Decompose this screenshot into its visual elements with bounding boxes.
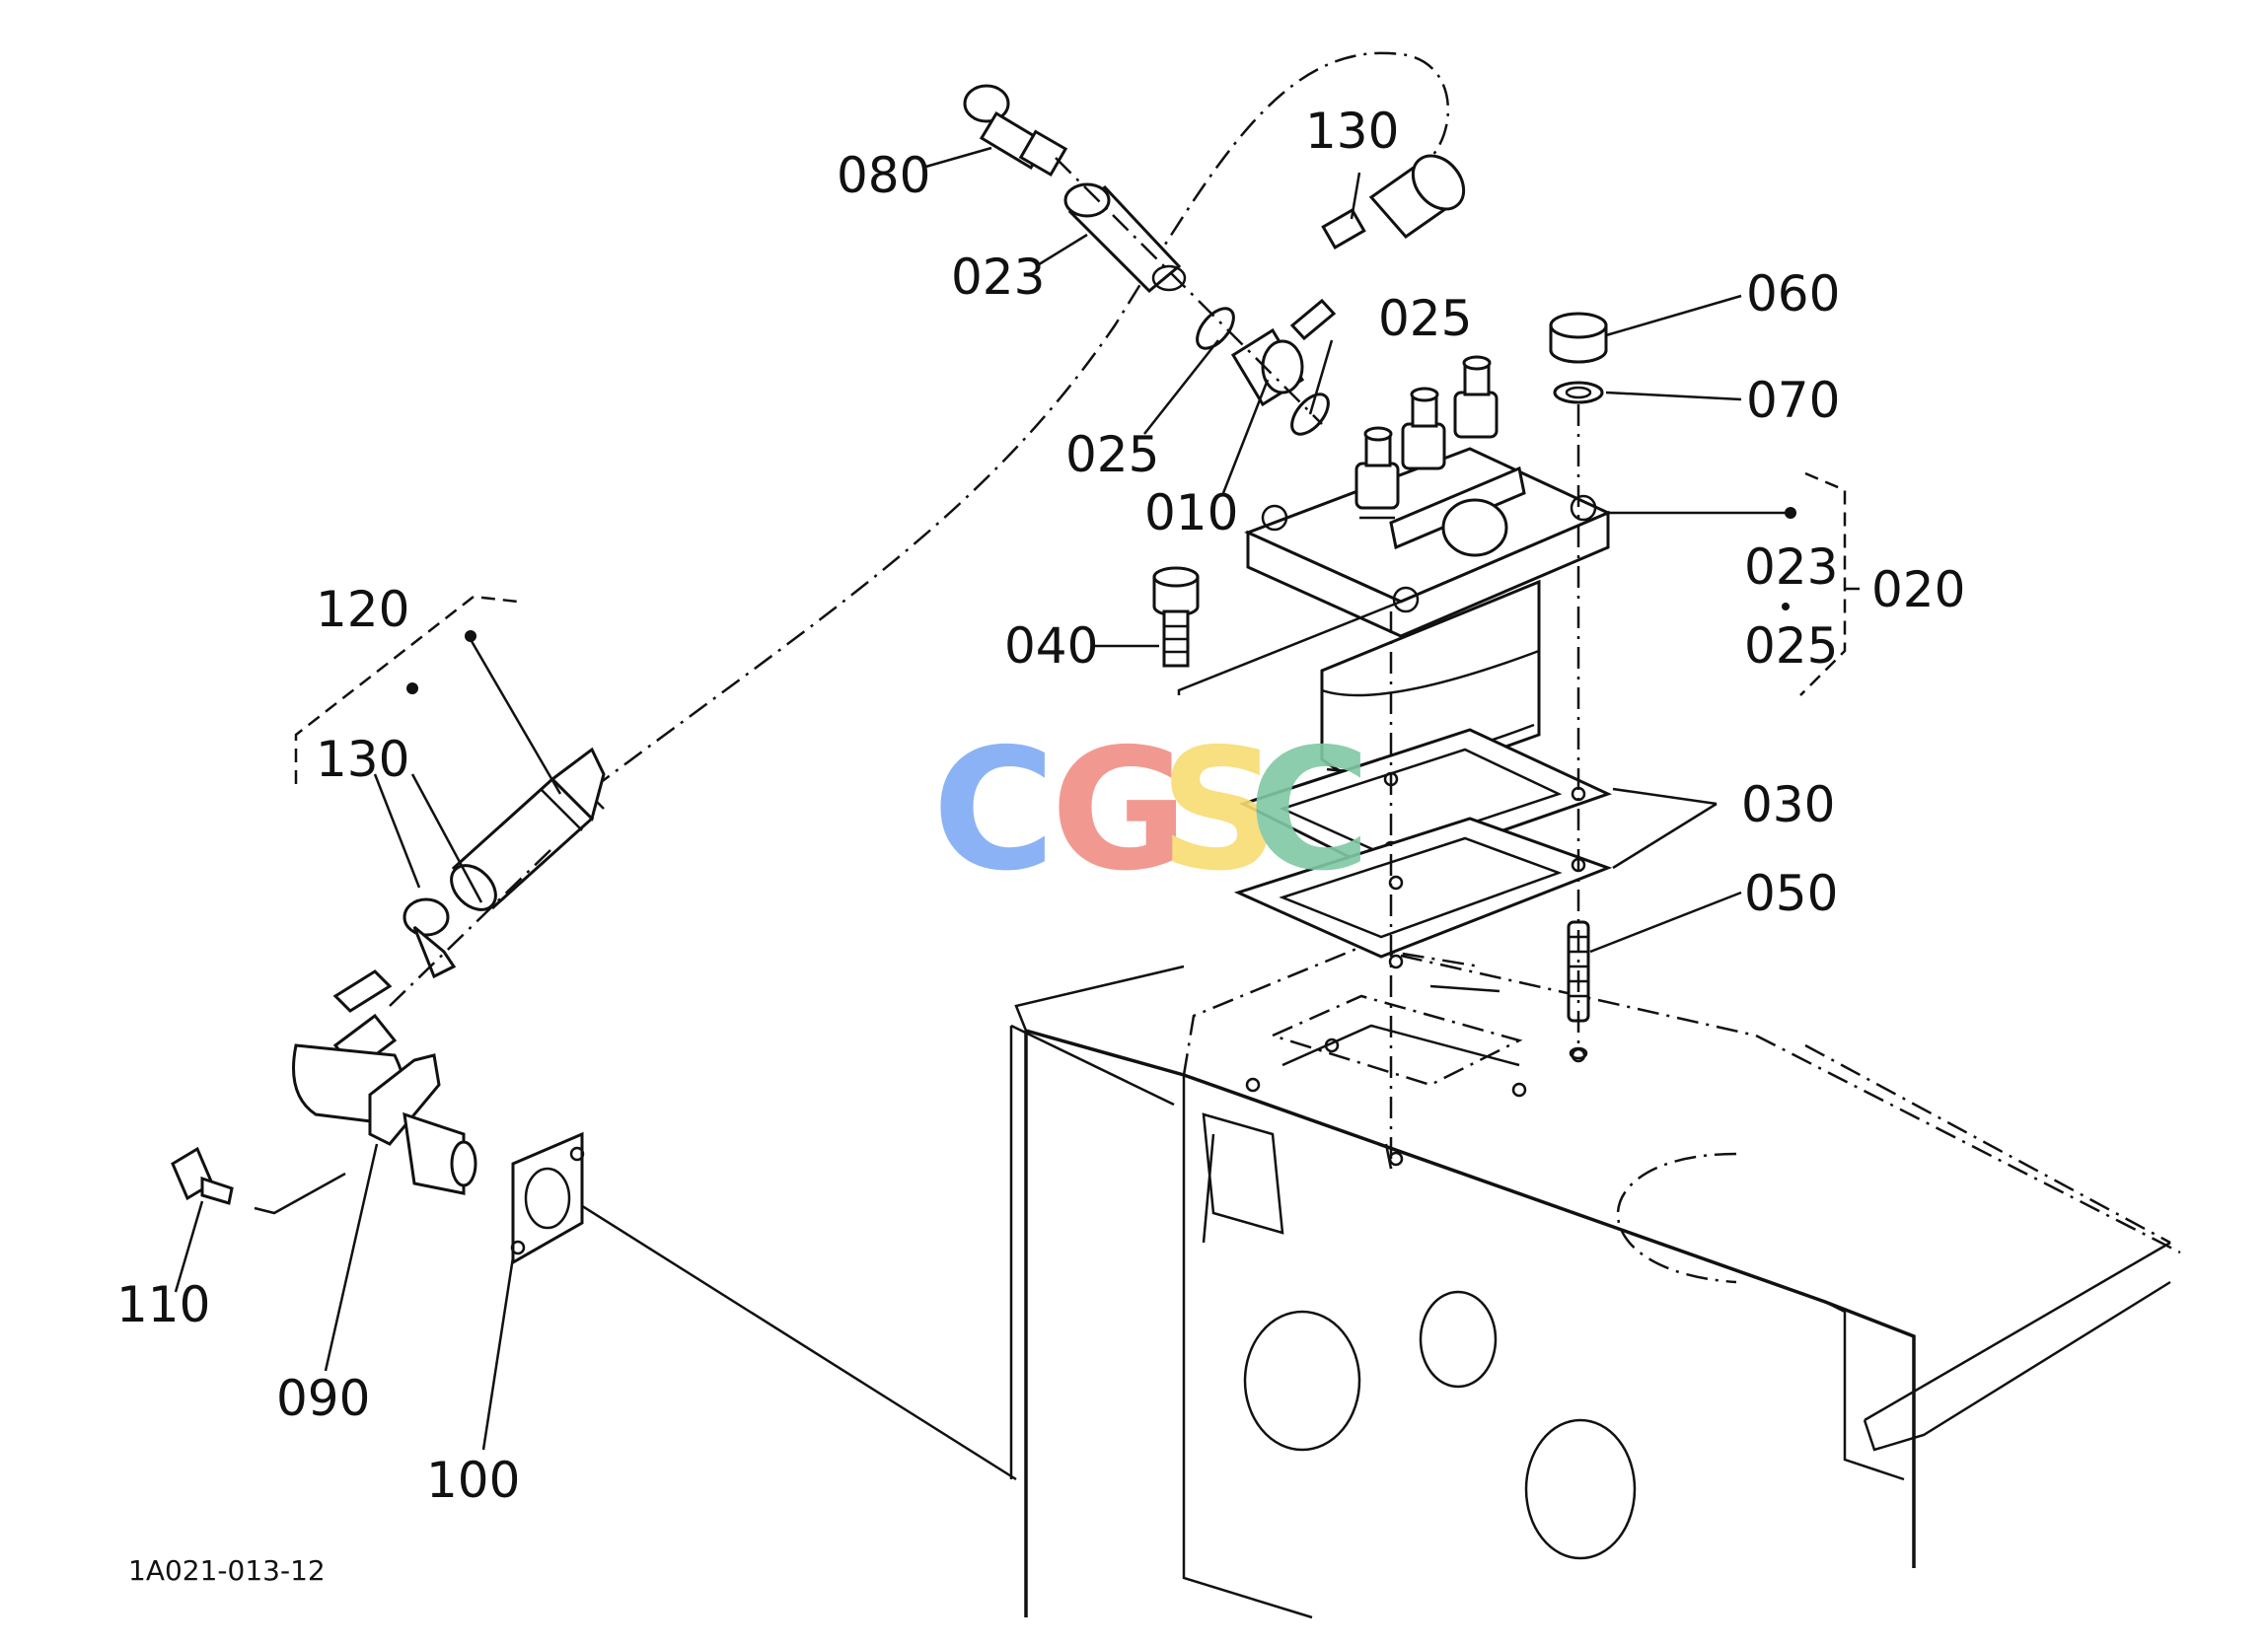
callout-023: 023 — [1744, 538, 1838, 596]
callout-020: 020 — [1871, 561, 1965, 618]
callout-130: 130 — [316, 731, 409, 788]
callout-070: 070 — [1746, 372, 1840, 429]
delivery-valve — [1401, 387, 1446, 470]
callout-023: 023 — [951, 249, 1045, 306]
leader-lines — [174, 146, 1791, 1451]
watermark-letter: G — [1051, 713, 1189, 908]
reference-dot — [1785, 507, 1796, 519]
injection-pump — [1244, 355, 1612, 787]
watermark-letter: S — [1159, 713, 1280, 908]
air-vent-cock-080 — [963, 84, 1068, 178]
reference-line — [1010, 1024, 1175, 1107]
hose-clamp-130 — [402, 897, 457, 979]
gasket-030 — [1233, 728, 1613, 969]
callout-090: 090 — [276, 1370, 370, 1427]
callout-025: 025 — [1378, 290, 1472, 347]
callout-130: 130 — [1305, 103, 1399, 160]
delivery-valve — [1354, 426, 1400, 520]
bolt-110 — [171, 1146, 234, 1205]
feed-pump-090 — [292, 969, 477, 1195]
pipe-joint-010 — [1230, 298, 1337, 407]
washer-025 — [1196, 307, 1235, 350]
fuel-hose-120 — [450, 747, 606, 911]
callout-025: 025 — [1744, 617, 1838, 675]
reference-dot — [465, 630, 476, 642]
engine-block — [1014, 945, 2181, 1619]
callout-050: 050 — [1744, 865, 1838, 922]
callout-120: 120 — [316, 581, 409, 638]
callout-060: 060 — [1746, 265, 1840, 322]
figure-id: 1A021-013-12 — [128, 1554, 326, 1587]
callout-030: 030 — [1741, 776, 1835, 833]
gasket-100 — [510, 1131, 585, 1265]
watermark-letter: C — [1248, 713, 1371, 908]
bracket-120 — [294, 595, 519, 784]
nut-060 — [1549, 312, 1608, 364]
reference-line — [522, 1167, 1017, 1481]
callout-110: 110 — [116, 1276, 210, 1333]
callout-025: 025 — [1065, 426, 1159, 483]
assembly-axis — [1055, 157, 1323, 425]
bolt-040 — [1152, 566, 1200, 668]
washer-070 — [1553, 381, 1604, 404]
callout-080: 080 — [837, 147, 930, 204]
reference-dot — [406, 682, 418, 694]
callout-010: 010 — [1144, 484, 1238, 541]
callout-100: 100 — [426, 1452, 520, 1509]
callout-040: 040 — [1004, 617, 1098, 675]
assembly-axis — [389, 847, 553, 1007]
watermark-letter: C — [932, 713, 1056, 908]
fuel-line — [591, 51, 1450, 791]
delivery-valve — [1453, 355, 1499, 439]
hose-clamp-130 — [1321, 154, 1466, 250]
reference-dot — [1782, 603, 1790, 610]
watermark-logo: C G S C — [932, 713, 1371, 908]
